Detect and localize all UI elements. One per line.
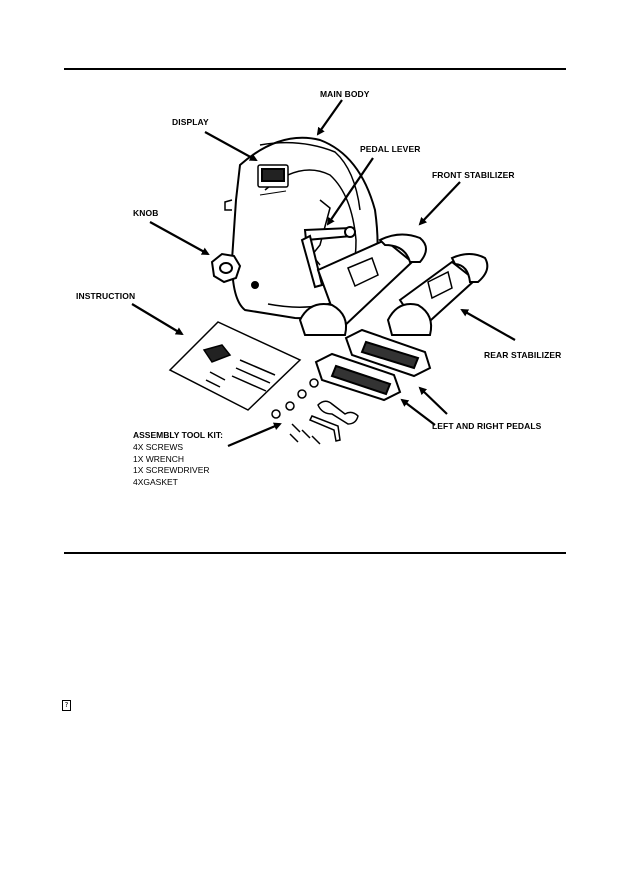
- arrow-rear-stabilizer: [460, 309, 516, 341]
- label-rear-stabilizer: REAR STABILIZER: [484, 350, 562, 360]
- arrow-display: [204, 131, 258, 161]
- bottom-rule: [64, 552, 566, 554]
- label-knob: KNOB: [133, 208, 159, 218]
- tool-kit-item: 1X SCREWDRIVER: [133, 465, 210, 475]
- arrow-main-body: [316, 99, 343, 136]
- label-instruction: INSTRUCTION: [76, 291, 136, 301]
- tool-kit-item: 4XGASKET: [133, 476, 178, 487]
- pedals-illustration: [314, 328, 432, 402]
- missing-glyph-icon: ?: [62, 700, 71, 711]
- front-stabilizer-illustration: [298, 233, 427, 336]
- label-display: DISPLAY: [172, 117, 209, 127]
- tool-kit-title: ASSEMBLY TOOL KIT:: [133, 430, 223, 440]
- instruction-sheet-illustration: [168, 321, 302, 411]
- pedal-lever-illustration: [300, 226, 356, 289]
- rear-stabilizer-illustration: [386, 253, 489, 336]
- arrow-instruction: [131, 303, 184, 336]
- arrow-pedals-right: [418, 386, 448, 415]
- tool-kit-item: 4X SCREWS: [133, 442, 184, 452]
- label-front-stabilizer: FRONT STABILIZER: [432, 170, 515, 180]
- label-left-right-pedals: LEFT AND RIGHT PEDALS: [432, 421, 542, 431]
- assembly-tool-kit: ASSEMBLY TOOL KIT: 4X SCREWS 1X WRENCH 1…: [133, 430, 223, 488]
- callout-arrows: [131, 99, 516, 448]
- arrow-pedal-lever: [326, 157, 374, 226]
- arrow-front-stabilizer: [418, 181, 461, 226]
- label-main-body: MAIN BODY: [320, 89, 370, 99]
- arrow-tool-kit: [227, 422, 282, 448]
- label-pedal-lever: PEDAL LEVER: [360, 144, 421, 154]
- top-rule: [64, 68, 566, 70]
- tool-kit-item: 1X WRENCH: [133, 453, 185, 464]
- arrow-pedals-left: [400, 398, 436, 426]
- tool-kit-illustration: [271, 378, 359, 445]
- arrow-knob: [149, 221, 210, 255]
- knob-illustration: [210, 252, 242, 284]
